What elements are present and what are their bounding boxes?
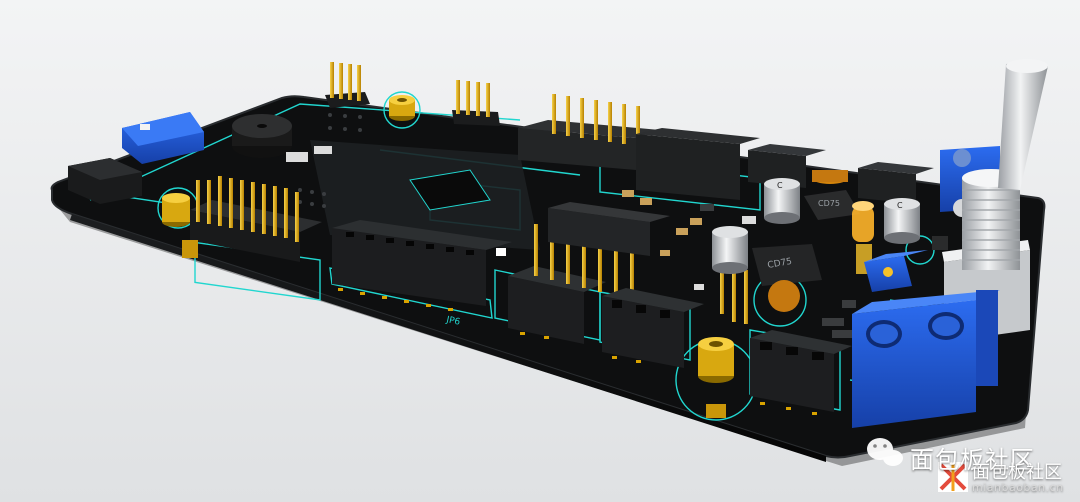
watermark-secondary: 面包板社区 bbox=[972, 462, 1062, 483]
edge-pads bbox=[338, 288, 817, 415]
standoff-left bbox=[162, 193, 198, 258]
watermark-primary: 面包板社区 bbox=[910, 446, 1035, 474]
inductor-cd75-a: CD75 bbox=[804, 170, 860, 220]
left-header-block bbox=[68, 158, 142, 204]
tall-connector-mid bbox=[548, 202, 670, 256]
smd-components bbox=[286, 146, 948, 338]
toggle-lever bbox=[998, 59, 1048, 190]
top-header-3pin bbox=[452, 80, 500, 126]
connector-block-c bbox=[858, 162, 934, 204]
electrolytic-cap-2 bbox=[712, 226, 748, 274]
inductor-cd75-b: CD75 bbox=[752, 244, 822, 312]
pins-near-inductor bbox=[720, 260, 748, 324]
via-grid bbox=[298, 113, 362, 208]
header-8pin-top bbox=[518, 94, 660, 170]
toggle-switch bbox=[942, 59, 1048, 342]
header-10pin-left bbox=[190, 176, 322, 262]
terminal-block-bottom bbox=[852, 290, 1000, 428]
header-6pin-center bbox=[508, 224, 634, 344]
standoff-bottom bbox=[698, 337, 734, 418]
cap3-label: C bbox=[897, 201, 903, 210]
header-6pin-lower bbox=[602, 288, 704, 368]
header-6pin-bottom bbox=[750, 330, 852, 412]
cap1-label: C bbox=[777, 181, 783, 190]
cd75-a-label: CD75 bbox=[818, 199, 840, 208]
buzzer bbox=[232, 114, 292, 158]
cd75-b-label: CD75 bbox=[767, 257, 793, 271]
electrolytic-cap-1: C bbox=[764, 178, 800, 224]
top-header-4pin bbox=[325, 62, 370, 108]
watermark-url: mianbaoban.cn bbox=[972, 481, 1064, 494]
potentiometer bbox=[864, 250, 928, 292]
connector-block-a bbox=[636, 128, 760, 200]
standoff-top bbox=[389, 95, 415, 121]
connector-block-b bbox=[748, 144, 826, 188]
wechat-icon bbox=[867, 438, 903, 466]
mbb-logo bbox=[938, 462, 968, 492]
female-header-jp6: JP6 bbox=[332, 220, 512, 328]
board-edge bbox=[70, 214, 826, 462]
electrolytic-cap-3: C bbox=[884, 198, 920, 244]
ic-chip bbox=[409, 169, 491, 211]
dip-switch bbox=[122, 112, 204, 164]
jp6-label: JP6 bbox=[444, 315, 461, 328]
